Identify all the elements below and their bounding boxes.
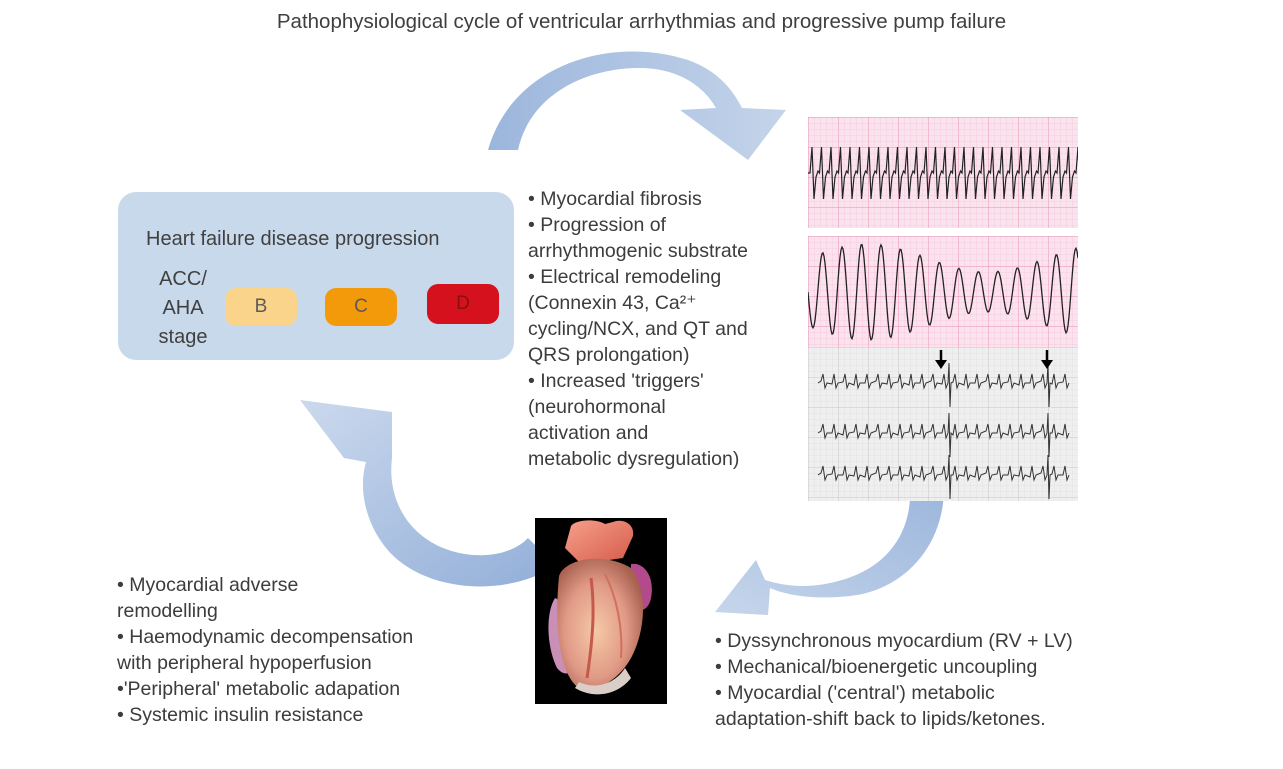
substrate-bullets: • Myocardial fibrosis • Progression of a… xyxy=(528,186,748,472)
bullet-line: cycling/NCX, and QT and xyxy=(528,318,748,340)
bullet-line: • Systemic insulin resistance xyxy=(117,704,364,726)
bullet-line: • Myocardial ('central') metabolic xyxy=(715,682,995,704)
diagram-title: Pathophysiological cycle of ventricular … xyxy=(276,10,1007,33)
ecg-trace-vt xyxy=(808,146,1078,200)
bullet-line: • Dyssynchronous myocardium (RV + LV) xyxy=(715,630,1073,652)
bullet-line: • Myocardial adverse xyxy=(117,574,299,596)
bullet-line: QRS prolongation) xyxy=(528,344,690,366)
bullet-line: •'Peripheral' metabolic adapation xyxy=(117,678,401,700)
ecg-trace-lead-2 xyxy=(817,412,1070,458)
mechanical-bullets: • Dyssynchronous myocardium (RV + LV) • … xyxy=(715,628,1073,732)
bullet-line: remodelling xyxy=(117,600,218,622)
bullet-line: arrhythmogenic substrate xyxy=(528,240,749,262)
stage-label-line: AHA xyxy=(162,297,204,319)
ecg-strip-vf xyxy=(808,236,1078,347)
ecg-trace-lead-1 xyxy=(817,362,1070,408)
ecg-strip-vt xyxy=(808,117,1078,228)
bullet-line: • Electrical remodeling xyxy=(528,266,722,288)
bullet-line: • Mechanical/bioenergetic uncoupling xyxy=(715,656,1038,678)
bullet-line: with peripheral hypoperfusion xyxy=(117,652,372,674)
arrow-left xyxy=(300,400,556,587)
hf-progression-box xyxy=(118,192,514,360)
down-arrow-icon xyxy=(935,350,947,369)
ecg-trace-lead-3 xyxy=(817,454,1070,500)
bullet-line: (neurohormonal xyxy=(528,396,666,418)
stage-b-pill: B xyxy=(225,288,297,326)
ecg-trace-vf xyxy=(808,243,1078,341)
stage-d-pill: D xyxy=(427,284,499,324)
arrow-right xyxy=(715,488,944,615)
bullet-line: • Increased 'triggers' xyxy=(528,370,704,392)
heart-illustration xyxy=(535,518,667,704)
bullet-line: metabolic dysregulation) xyxy=(528,448,740,470)
bullet-line: (Connexin 43, Ca²⁺ xyxy=(528,292,697,314)
stage-label: ACC/ AHA stage xyxy=(150,265,216,352)
hf-progression-title: Heart failure disease progression xyxy=(146,228,440,250)
ecg-strip-multilead xyxy=(808,347,1078,501)
stage-label-line: ACC/ xyxy=(159,268,207,290)
bullet-line: adaptation-shift back to lipids/ketones. xyxy=(715,708,1046,730)
stage-label-line: stage xyxy=(158,326,208,348)
bullet-line: • Myocardial fibrosis xyxy=(528,188,702,210)
arrow-top xyxy=(488,51,786,160)
bullet-line: • Progression of xyxy=(528,214,666,236)
stage-c-pill: C xyxy=(325,288,397,326)
pump-failure-bullets: • Myocardial adverse remodelling • Haemo… xyxy=(117,572,413,728)
bullet-line: • Haemodynamic decompensation xyxy=(117,626,414,648)
down-arrow-icon xyxy=(1041,350,1053,369)
bullet-line: activation and xyxy=(528,422,649,444)
